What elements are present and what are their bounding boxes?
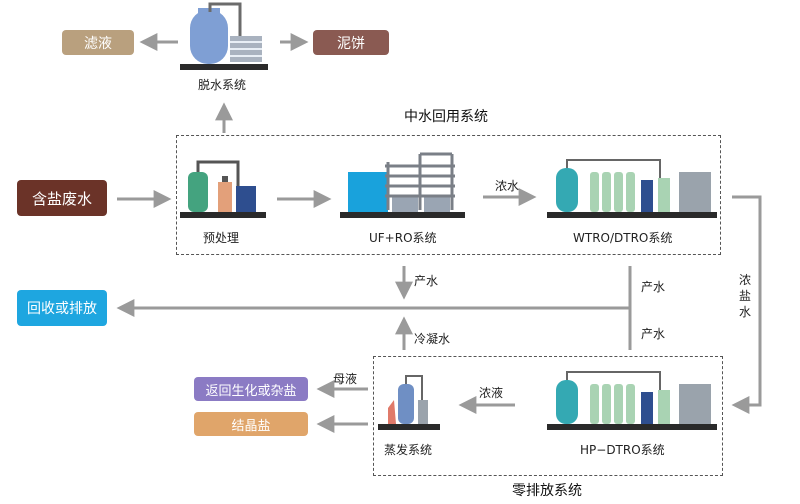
mother-liquor-label: 母液 — [333, 372, 358, 386]
condensate-label: 冷凝水 — [414, 332, 451, 346]
product-water-label-2: 产水 — [641, 280, 666, 294]
brine-label: 浓盐水 — [738, 273, 751, 319]
hp-dtro-label: HP−DTRO系统 — [580, 443, 665, 457]
pretreatment-label: 预处理 — [203, 231, 240, 245]
arrow-brine-loop — [731, 195, 762, 414]
filtrate-pill: 滤液 — [62, 30, 134, 55]
wtro-equipment — [547, 159, 717, 218]
evaporation-label: 蒸发系统 — [384, 443, 433, 457]
zld-system-title: 零排放系统 — [512, 483, 582, 499]
reclaimed-system-title: 中水回用系统 — [404, 109, 488, 125]
hp-dtro-equipment — [547, 371, 717, 430]
ufro-label: UF+RO系统 — [369, 231, 437, 245]
sludge-cake-pill: 泥饼 — [313, 30, 389, 55]
evaporation-equipment — [378, 375, 440, 430]
concentrate-label: 浓水 — [495, 179, 520, 193]
dewatering-label: 脱水系统 — [198, 78, 247, 92]
salt-wastewater-pill: 含盐废水 — [17, 180, 107, 216]
wtro-label: WTRO/DTRO系统 — [573, 231, 673, 245]
concentrate-liquid-label: 浓液 — [479, 386, 504, 400]
product-water-label-1: 产水 — [414, 274, 439, 288]
reclaimed-system-box — [176, 135, 721, 255]
recycle-discharge-pill: 回收或排放 — [17, 290, 107, 326]
dewatering-equipment — [180, 2, 268, 70]
ufro-equipment — [340, 152, 465, 218]
pretreatment-equipment — [180, 160, 266, 218]
product-water-label-3: 产水 — [641, 327, 666, 341]
zld-system-box — [373, 356, 723, 476]
crystal-salt-pill: 结晶盐 — [194, 412, 308, 436]
return-biochem-pill: 返回生化或杂盐 — [194, 377, 308, 401]
